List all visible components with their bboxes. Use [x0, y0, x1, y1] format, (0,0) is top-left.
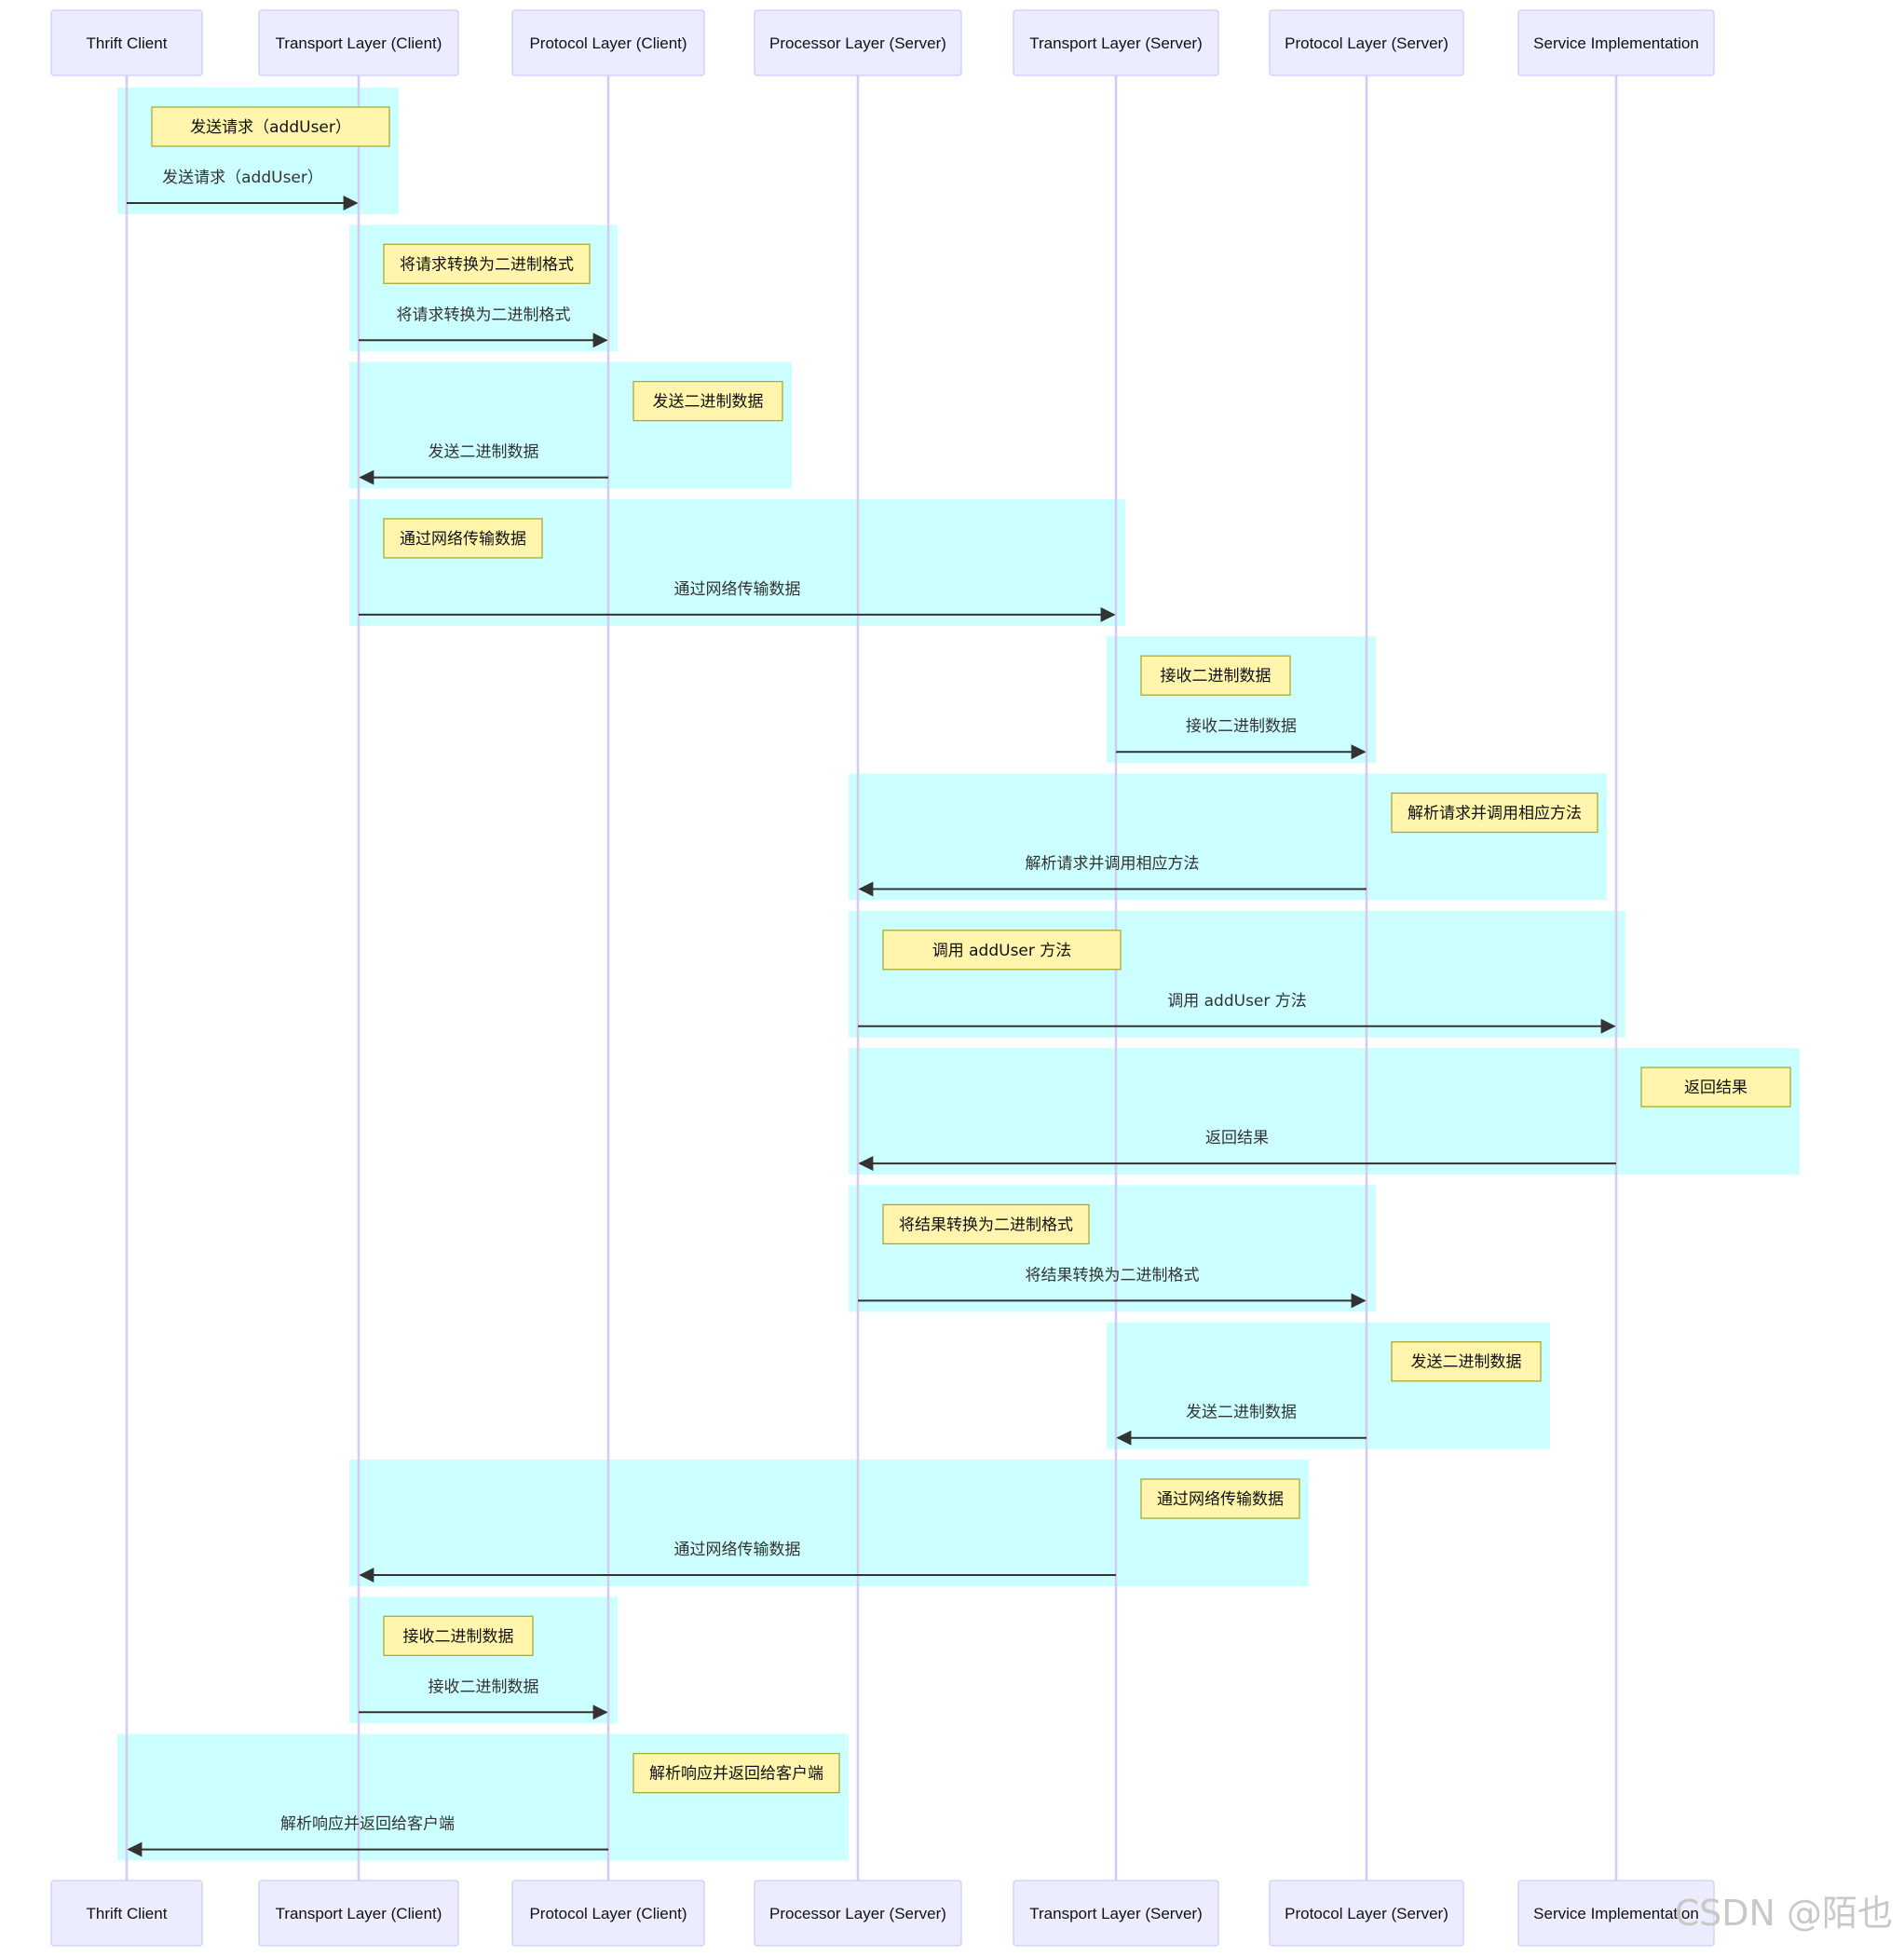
note-text: 接收二进制数据: [403, 1627, 514, 1646]
message-label: 发送请求（addUser）: [162, 169, 323, 187]
participant-label: Transport Layer (Server): [1029, 1905, 1202, 1922]
participant-top: Processor Layer (Server): [754, 9, 962, 76]
message-label: 发送二进制数据: [1186, 1404, 1297, 1422]
participant-label: Protocol Layer (Client): [529, 34, 687, 52]
participant-box: [1269, 1880, 1464, 1947]
message: 发送请求（addUser） 发送请求（addUser）: [127, 106, 390, 211]
participant-label: Service Implementation: [1533, 34, 1699, 52]
note-box: [1391, 792, 1598, 834]
note-box: [632, 1752, 840, 1794]
note-text: 返回结果: [1684, 1079, 1748, 1097]
participant-label: Transport Layer (Client): [276, 1905, 442, 1922]
participant-bottom: Thrift Client: [50, 1880, 203, 1947]
participant-label: Processor Layer (Server): [769, 34, 946, 52]
participant-top: Transport Layer (Client): [258, 9, 459, 76]
participant-box: [258, 9, 459, 76]
participant-box: [1013, 1880, 1219, 1947]
note-text: 发送请求（addUser）: [190, 118, 351, 137]
note-box: [882, 930, 1122, 971]
note-text: 将结果转换为二进制格式: [899, 1216, 1073, 1234]
message-label: 解析响应并返回给客户端: [280, 1815, 455, 1834]
note-text: 解析响应并返回给客户端: [649, 1765, 823, 1784]
participant-box: [754, 9, 962, 76]
participant-box: [754, 1880, 962, 1947]
note-text: 调用 addUser 方法: [932, 942, 1072, 960]
participant-box: [511, 1880, 705, 1947]
note-box: [383, 518, 543, 559]
note-box: [1140, 1478, 1300, 1519]
participant-bottom: Transport Layer (Client): [258, 1880, 459, 1947]
note-box: [1640, 1066, 1791, 1107]
participant-box: [1517, 1880, 1715, 1947]
participant-label: Protocol Layer (Client): [529, 1905, 687, 1922]
message-label: 将请求转换为二进制格式: [397, 306, 571, 324]
participant-box: [1269, 9, 1464, 76]
note-box: [1391, 1341, 1542, 1382]
message-label: 将结果转换为二进制格式: [1026, 1266, 1200, 1284]
participant-box: [1517, 9, 1715, 76]
note-text: 通过网络传输数据: [400, 530, 526, 549]
message-label: 解析请求并调用相应方法: [1026, 855, 1200, 874]
participant-label: Protocol Layer (Server): [1285, 1905, 1448, 1922]
participant-label: Thrift Client: [87, 34, 168, 52]
note-text: 将请求转换为二进制格式: [400, 255, 574, 274]
participant-bottom: Service Implementation: [1517, 1880, 1715, 1947]
note-box: [882, 1203, 1090, 1245]
note-text: 发送二进制数据: [653, 393, 764, 412]
participant-label: Protocol Layer (Server): [1285, 34, 1448, 52]
message-label: 返回结果: [1205, 1129, 1269, 1148]
message-label: 调用 addUser 方法: [1167, 992, 1307, 1011]
note-text: 接收二进制数据: [1161, 667, 1272, 686]
message-label: 通过网络传输数据: [674, 1541, 801, 1559]
watermark: CSDN @陌也: [1674, 1893, 1893, 1934]
participant-box: [258, 1880, 459, 1947]
participant-top: Thrift Client: [50, 9, 203, 76]
participant-bottom: Processor Layer (Server): [754, 1880, 962, 1947]
participant-box: [1013, 9, 1219, 76]
participant-top: Protocol Layer (Client): [511, 9, 705, 76]
note-text: 发送二进制数据: [1411, 1353, 1522, 1372]
participant-label: Processor Layer (Server): [769, 1905, 946, 1922]
participant-box: [511, 9, 705, 76]
message-label: 发送二进制数据: [428, 443, 539, 462]
participant-top: Service Implementation: [1517, 9, 1715, 76]
participant-label: Service Implementation: [1533, 1905, 1699, 1922]
participant-label: Transport Layer (Server): [1029, 34, 1202, 52]
note-text: 通过网络传输数据: [1157, 1490, 1284, 1509]
note-text: 解析请求并调用相应方法: [1408, 805, 1582, 823]
participant-box: [50, 9, 203, 76]
message-label: 通过网络传输数据: [674, 580, 801, 599]
participant-top: Protocol Layer (Server): [1269, 9, 1464, 76]
message-label: 接收二进制数据: [428, 1678, 539, 1696]
message-label: 接收二进制数据: [1186, 717, 1297, 736]
note-box: [632, 380, 783, 422]
participant-label: Thrift Client: [87, 1905, 168, 1922]
note-box: [383, 1615, 534, 1656]
note-box: [383, 243, 591, 284]
participant-bottom: Protocol Layer (Client): [511, 1880, 705, 1947]
participant-box: [50, 1880, 203, 1947]
participant-top: Transport Layer (Server): [1013, 9, 1219, 76]
note-box: [1140, 655, 1291, 696]
participant-bottom: Protocol Layer (Server): [1269, 1880, 1464, 1947]
note-box: [151, 106, 390, 147]
participant-label: Transport Layer (Client): [276, 34, 442, 52]
participant-bottom: Transport Layer (Server): [1013, 1880, 1219, 1947]
